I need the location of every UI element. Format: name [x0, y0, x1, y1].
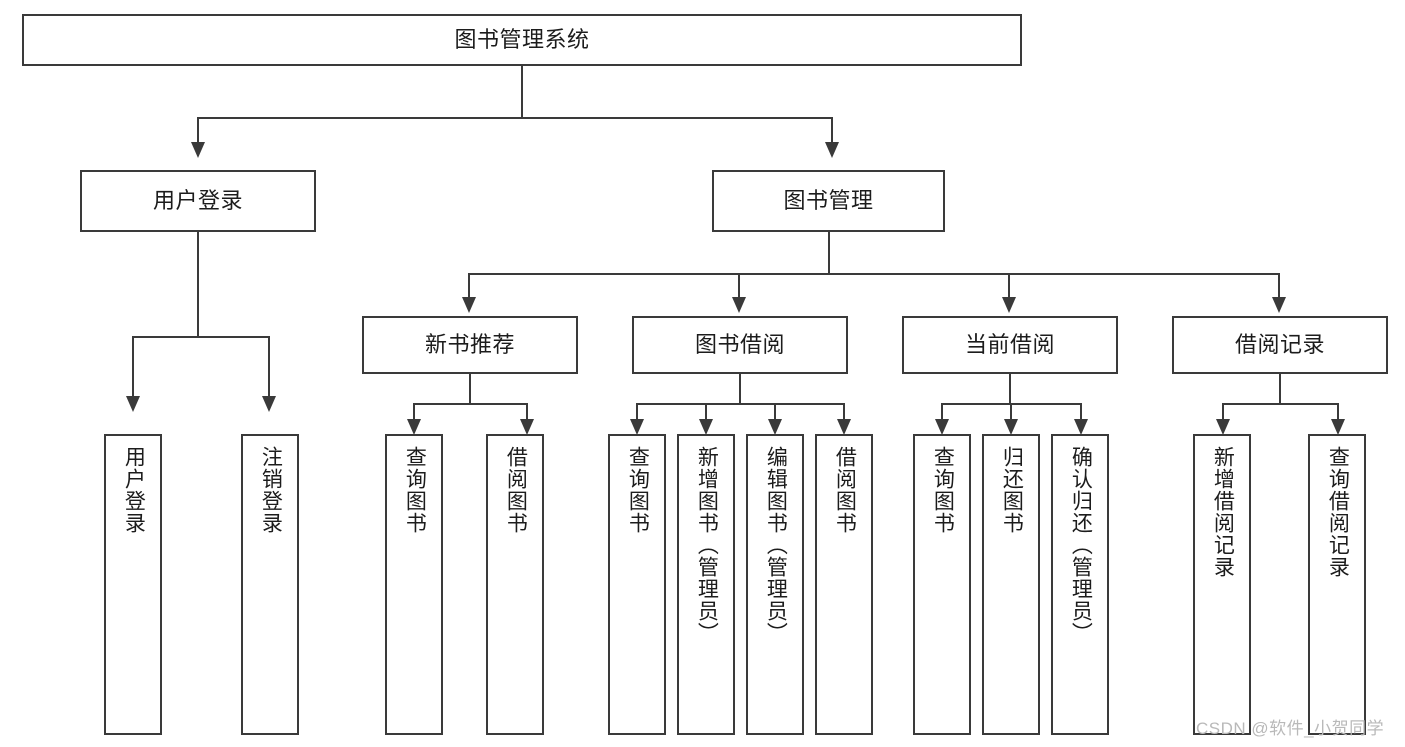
arrow-book-manage-to-l3-0: [462, 297, 476, 313]
connector-current-borrow-to-leaf-2: [1080, 403, 1082, 421]
connector-root-to-user-login: [197, 117, 199, 144]
node-label: 图书管理: [783, 188, 874, 214]
connector-user-login-to-leaf-1: [268, 336, 270, 398]
node-label: 借阅记录: [1234, 332, 1325, 358]
node-label: 借阅图书: [833, 446, 857, 534]
arrow-book-borrow-to-leaf-3: [837, 419, 851, 435]
connector-current-borrow-stem: [1009, 374, 1011, 403]
connector-root-to-book-manage: [831, 117, 833, 144]
node-label: 图书管理系统: [454, 27, 590, 53]
connector-user-login-stem: [197, 232, 199, 336]
node-label: 查询借阅记录: [1326, 446, 1350, 578]
arrow-current-borrow-to-leaf-1: [1004, 419, 1018, 435]
node-label: 归还图书: [1000, 446, 1024, 534]
leaf-current-borrow-1[interactable]: 归还图书: [982, 434, 1040, 735]
connector-new-book-to-leaf-0: [413, 403, 415, 421]
arrow-book-manage-to-l3-3: [1272, 297, 1286, 313]
leaf-book-borrow-2[interactable]: 编辑图书（管理员）: [746, 434, 804, 735]
connector-new-book-to-leaf-1: [526, 403, 528, 421]
arrow-user-login-to-leaf-1: [262, 396, 276, 412]
leaf-book-borrow-3[interactable]: 借阅图书: [815, 434, 873, 735]
arrow-current-borrow-to-leaf-2: [1074, 419, 1088, 435]
connector-book-borrow-to-leaf-1: [705, 403, 707, 421]
connector-book-manage-to-l3-2: [1008, 273, 1010, 299]
arrow-root-to-user-login: [191, 142, 205, 158]
leaf-user-login-0[interactable]: 用户登录: [104, 434, 162, 735]
leaf-new-book-recommend-1[interactable]: 借阅图书: [486, 434, 544, 735]
connector-book-manage-to-l3-3: [1278, 273, 1280, 299]
node-user-login[interactable]: 用户登录: [80, 170, 316, 232]
arrow-borrow-record-to-leaf-0: [1216, 419, 1230, 435]
connector-book-borrow-to-leaf-2: [774, 403, 776, 421]
leaf-book-borrow-1[interactable]: 新增图书（管理员）: [677, 434, 735, 735]
arrow-book-borrow-to-leaf-2: [768, 419, 782, 435]
connector-new-book-stem: [469, 374, 471, 403]
leaf-new-book-recommend-0[interactable]: 查询图书: [385, 434, 443, 735]
node-label: 查询图书: [626, 446, 650, 534]
arrow-borrow-record-to-leaf-1: [1331, 419, 1345, 435]
arrow-book-borrow-to-leaf-1: [699, 419, 713, 435]
node-label: 注销登录: [259, 446, 283, 534]
connector-book-borrow-to-leaf-3: [843, 403, 845, 421]
node-borrow-record[interactable]: 借阅记录: [1172, 316, 1388, 374]
connector-root-bus: [197, 117, 833, 119]
arrow-user-login-to-leaf-0: [126, 396, 140, 412]
connector-book-borrow-bus: [636, 403, 845, 405]
connector-current-borrow-to-leaf-1: [1010, 403, 1012, 421]
connector-book-borrow-to-leaf-0: [636, 403, 638, 421]
node-label: 新书推荐: [424, 332, 515, 358]
arrow-book-manage-to-l3-1: [732, 297, 746, 313]
connector-borrow-record-bus: [1222, 403, 1339, 405]
node-book-management[interactable]: 图书管理: [712, 170, 945, 232]
connector-book-borrow-stem: [739, 374, 741, 403]
node-book-borrow[interactable]: 图书借阅: [632, 316, 848, 374]
node-label: 新增借阅记录: [1211, 446, 1235, 578]
node-label: 编辑图书（管理员）: [764, 446, 788, 644]
node-label: 当前借阅: [964, 332, 1055, 358]
node-label: 新增图书（管理员）: [695, 446, 719, 644]
connector-user-login-bus: [132, 336, 268, 338]
leaf-user-login-1[interactable]: 注销登录: [241, 434, 299, 735]
node-root-system[interactable]: 图书管理系统: [22, 14, 1022, 66]
node-label: 用户登录: [122, 446, 146, 534]
node-label: 用户登录: [152, 188, 243, 214]
connector-new-book-bus: [413, 403, 528, 405]
arrow-root-to-book-manage: [825, 142, 839, 158]
node-current-borrow[interactable]: 当前借阅: [902, 316, 1118, 374]
node-label: 查询图书: [931, 446, 955, 534]
connector-book-manage-to-l3-0: [468, 273, 470, 299]
connector-user-login-to-leaf-0: [132, 336, 134, 398]
leaf-borrow-record-0[interactable]: 新增借阅记录: [1193, 434, 1251, 735]
connector-book-manage-bus: [468, 273, 1280, 275]
leaf-current-borrow-2[interactable]: 确认归还（管理员）: [1051, 434, 1109, 735]
connector-current-borrow-to-leaf-0: [941, 403, 943, 421]
node-label: 确认归还（管理员）: [1069, 446, 1093, 644]
connector-book-manage-stem: [828, 232, 830, 273]
arrow-new-book-to-leaf-0: [407, 419, 421, 435]
arrow-new-book-to-leaf-1: [520, 419, 534, 435]
leaf-current-borrow-0[interactable]: 查询图书: [913, 434, 971, 735]
leaf-borrow-record-1[interactable]: 查询借阅记录: [1308, 434, 1366, 735]
connector-borrow-record-to-leaf-0: [1222, 403, 1224, 421]
node-new-book-recommend[interactable]: 新书推荐: [362, 316, 578, 374]
arrow-book-borrow-to-leaf-0: [630, 419, 644, 435]
connector-book-manage-to-l3-1: [738, 273, 740, 299]
connector-root-stem: [521, 66, 523, 117]
arrow-current-borrow-to-leaf-0: [935, 419, 949, 435]
node-label: 图书借阅: [694, 332, 785, 358]
node-label: 查询图书: [403, 446, 427, 534]
arrow-book-manage-to-l3-2: [1002, 297, 1016, 313]
leaf-book-borrow-0[interactable]: 查询图书: [608, 434, 666, 735]
connector-borrow-record-to-leaf-1: [1337, 403, 1339, 421]
connector-borrow-record-stem: [1279, 374, 1281, 403]
node-label: 借阅图书: [504, 446, 528, 534]
